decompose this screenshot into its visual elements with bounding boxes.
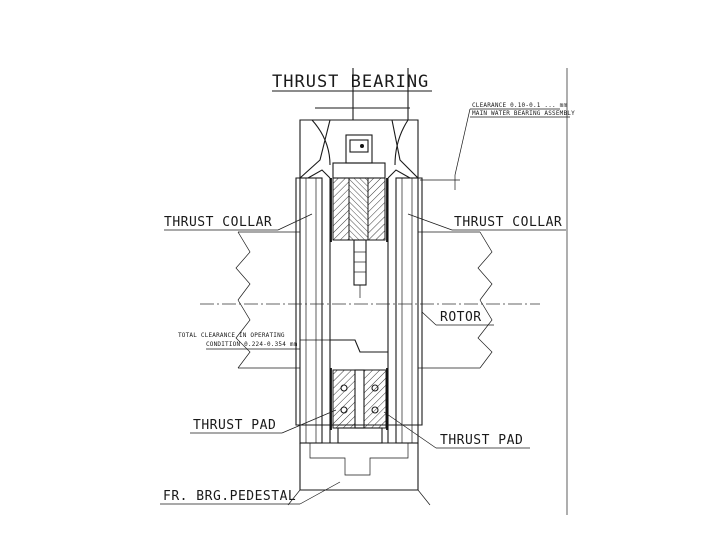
thrust-collar-right-disk xyxy=(395,177,419,444)
clearance-note-line2: MAIN WATER BEARING ASSEMBLY xyxy=(472,110,575,117)
thrust-pad-left-label: THRUST PAD xyxy=(193,418,276,433)
clearance-note-line1: CLEARANCE 0.10-0.1 ... mm xyxy=(472,102,567,109)
rotor-body xyxy=(235,178,493,443)
pedestal-label: FR. BRG.PEDESTAL xyxy=(163,489,296,504)
total-clearance-callout: TOTAL CLEARANCE IN OPERATING CONDITION 0… xyxy=(178,332,330,350)
upper-pad-assembly xyxy=(307,134,411,298)
thrust-pad-left-callout: THRUST PAD xyxy=(190,409,337,434)
thrust-collar-right-label: THRUST COLLAR xyxy=(454,215,562,230)
rotor-callout: ROTOR xyxy=(421,310,494,326)
shaft-upper xyxy=(299,68,419,180)
pedestal-callout: FR. BRG.PEDESTAL xyxy=(160,481,341,505)
thrust-collar-left-label: THRUST COLLAR xyxy=(164,215,272,230)
diagram-title: THRUST BEARING xyxy=(272,72,429,92)
thrust-pad-right-label: THRUST PAD xyxy=(440,433,523,448)
thrust-collar-right-callout: THRUST COLLAR xyxy=(407,213,566,231)
thrust-collar-left-callout: THRUST COLLAR xyxy=(164,213,313,231)
total-clearance-line1: TOTAL CLEARANCE IN OPERATING xyxy=(178,332,285,339)
rotor-label: ROTOR xyxy=(440,310,482,325)
lower-pad-assembly xyxy=(330,339,388,444)
bearing-housing xyxy=(287,177,431,506)
thrust-pad-right-callout: THRUST PAD xyxy=(383,411,530,449)
total-clearance-line2: CONDITION 0.224-0.354 mm xyxy=(206,341,298,348)
clearance-note: CLEARANCE 0.10-0.1 ... mm MAIN WATER BEA… xyxy=(420,102,575,190)
